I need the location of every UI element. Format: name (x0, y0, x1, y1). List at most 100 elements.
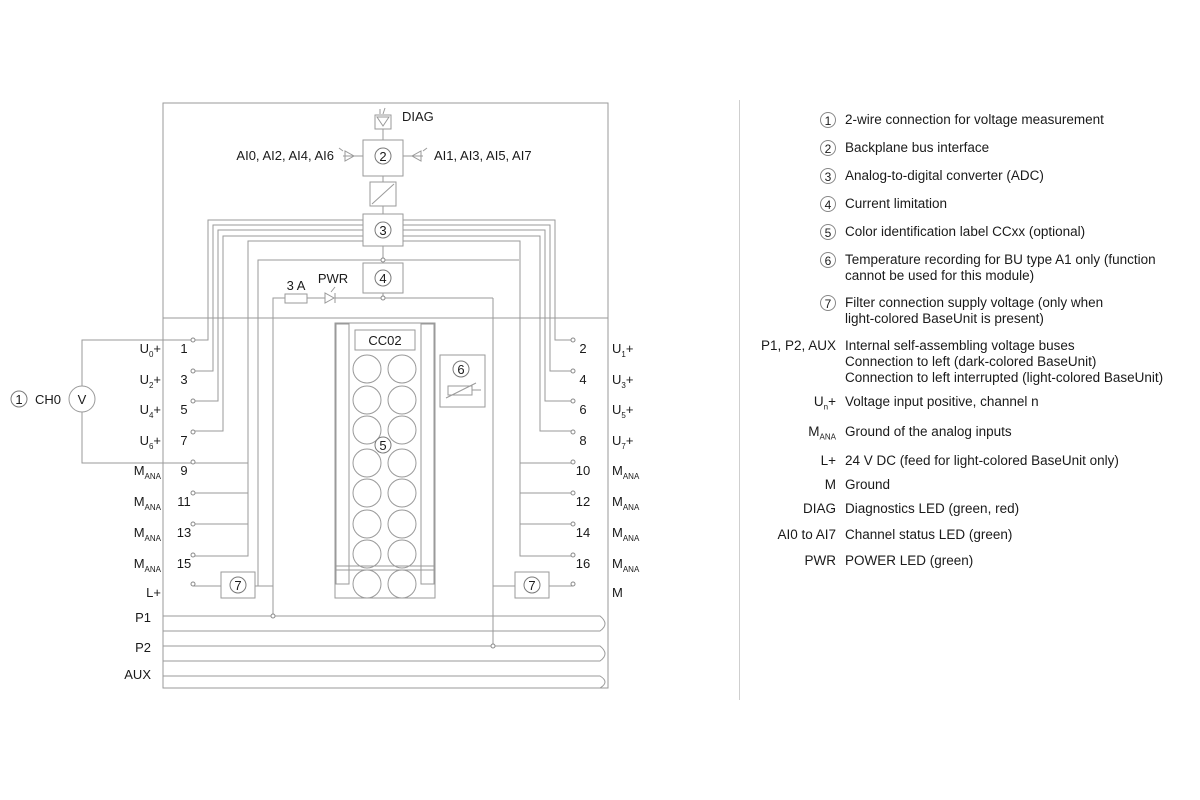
legend-description: 24 V DC (feed for light-colored BaseUnit… (845, 453, 1119, 469)
bus-label-p2: P2 (135, 640, 151, 655)
terminal-label: U6+ (140, 433, 161, 451)
legend-key: DIAG (802, 501, 836, 517)
terminal-point (190, 429, 196, 435)
module-outline (162, 102, 609, 689)
legend-description: Filter connection supply voltage (only w… (845, 295, 1104, 326)
bus-label-p1: P1 (135, 610, 151, 625)
adc-wiring-right (403, 219, 573, 557)
terminal-left-15: MANA 15 (134, 552, 196, 574)
terminal-number: 5 (180, 402, 187, 417)
terminal-label: MANA (612, 463, 640, 481)
legend-callout: 7 (820, 295, 836, 311)
legend-key: 6 (750, 252, 845, 269)
legend-callout: 3 (820, 168, 836, 184)
terminal-left-1: U0+1 (140, 337, 196, 359)
adc-wiring-inner (257, 246, 519, 586)
legend-item: 7 Filter connection supply voltage (only … (750, 295, 1195, 327)
terminal-right-m: M (570, 581, 623, 600)
ai-left-label: AI0, AI2, AI4, AI6 (236, 148, 334, 163)
terminal-right-10: MANA 10 (570, 459, 640, 481)
terminal-left-3: U2+ 3 (140, 368, 196, 390)
terminal-number: 8 (579, 433, 586, 448)
adc-wiring-left (193, 219, 363, 557)
callout-3: 3 (379, 223, 386, 238)
terminal-point (570, 459, 576, 465)
terminal-number: 14 (576, 525, 590, 540)
legend-description: POWER LED (green) (845, 553, 974, 569)
terminal-label: MANA (612, 494, 640, 512)
callout-6: 6 (457, 362, 464, 377)
terminal-number: 6 (579, 402, 586, 417)
legend-item: 3 Analog-to-digital converter (ADC) (750, 168, 1195, 185)
legend-key: 3 (750, 168, 845, 185)
legend-description: Ground of the analog inputs (845, 423, 1012, 439)
terminal-number: 11 (177, 494, 191, 509)
terminal-left-lplus: L+ (146, 581, 196, 600)
terminal-number: 15 (177, 556, 191, 571)
legend-callout: 6 (820, 252, 836, 268)
terminal-number: 12 (576, 494, 590, 509)
terminal-right-4: U3+ 4 (570, 368, 633, 390)
terminal-label: U3+ (612, 372, 633, 390)
terminal-right-6: U5+6 (570, 398, 633, 420)
callout-1: 1 (15, 392, 22, 407)
legend-item: DIAG Diagnostics LED (green, red) (750, 501, 1195, 517)
terminal-number: 4 (579, 372, 586, 387)
diag-label: DIAG (402, 109, 434, 124)
legend-description: Color identification label CCxx (optiona… (845, 224, 1086, 239)
ai-right-led (403, 147, 428, 162)
terminal-point (190, 459, 196, 465)
terminal-point (570, 368, 576, 374)
terminal-label: MANA (612, 556, 640, 574)
terminal-point (190, 337, 196, 343)
legend-description: 2-wire connection for voltage measuremen… (845, 112, 1104, 127)
legend-description: Voltage input positive, channel n (845, 394, 1039, 409)
diag-led (374, 107, 392, 140)
legend-key: P1, P2, AUX (760, 338, 836, 353)
terminal-label: U7+ (612, 433, 633, 451)
ai-left-led (338, 147, 363, 162)
filter-box-right (514, 571, 550, 599)
legend-item: 6 Temperature recording for BU type A1 on… (750, 252, 1195, 284)
filter-box-left (220, 571, 256, 599)
terminal-point (190, 398, 196, 404)
terminal-point (570, 552, 576, 558)
legend-key: M (824, 477, 836, 493)
legend-key: 5 (750, 224, 845, 241)
temperature-sensor-box (439, 354, 486, 408)
legend-callout: 2 (820, 140, 836, 156)
terminal-number: 3 (180, 372, 187, 387)
cc-label: CC02 (368, 333, 401, 348)
legend-description: Analog-to-digital converter (ADC) (845, 168, 1044, 183)
callout-7-right: 7 (528, 578, 535, 593)
legend-callout: 4 (820, 196, 836, 212)
terminal-left-5: U4+5 (140, 398, 196, 420)
terminal-left-7: U6+7 (140, 429, 196, 451)
terminal-label: MANA (134, 494, 162, 512)
terminal-label: L+ (146, 585, 161, 600)
legend-key: 7 (750, 295, 845, 312)
terminal-label: MANA (134, 556, 162, 574)
ch0-label: CH0 (35, 392, 61, 407)
legend-description: Temperature recording for BU type A1 onl… (845, 252, 1156, 283)
terminal-label: M (612, 585, 623, 600)
terminal-number: 10 (576, 463, 590, 478)
terminal-label: U2+ (140, 372, 161, 390)
terminal-label: MANA (134, 525, 162, 543)
voltmeter-label: V (78, 392, 87, 407)
terminal-left-11: MANA 11 (134, 490, 196, 512)
callout-2: 2 (379, 149, 386, 164)
legend-key: 4 (750, 196, 845, 213)
terminal-point (190, 368, 196, 374)
legend-key: MANA (808, 423, 836, 442)
legend-description: Diagnostics LED (green, red) (845, 501, 1020, 517)
